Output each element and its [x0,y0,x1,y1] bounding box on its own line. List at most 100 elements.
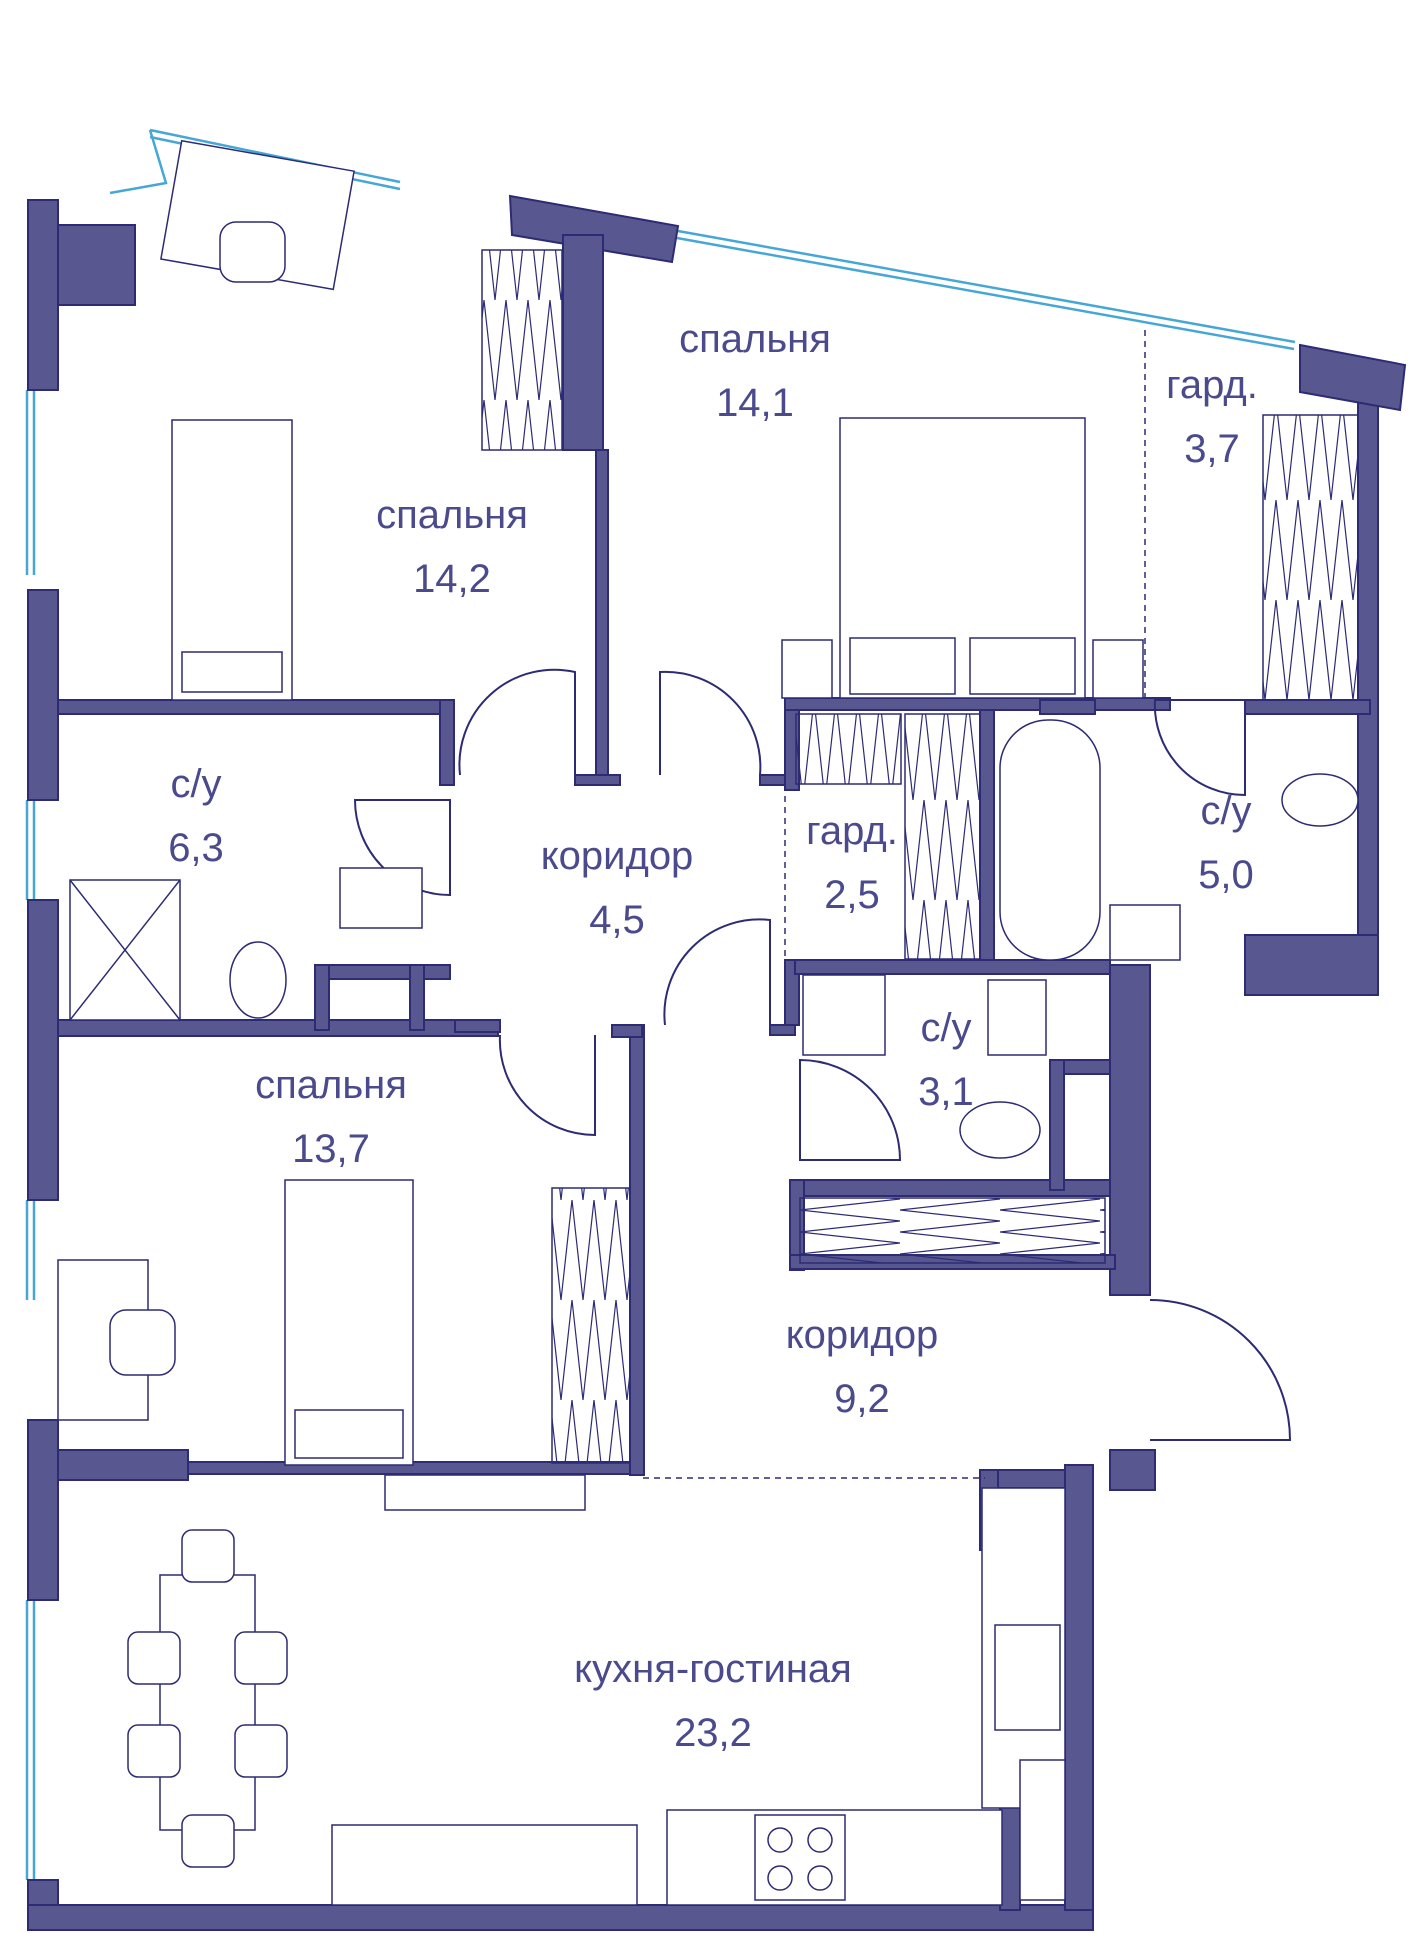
wall-bath1-bottom [57,1019,499,1037]
wall-door-stub-1 [574,774,621,786]
wall-wardrobe2-top [784,697,1171,711]
pillow-bedroom2-a [849,637,956,695]
wall-corridor-vertical [629,1024,645,1476]
wall-bath1-stub [314,964,451,980]
nightstand-bedroom2-a [781,639,833,699]
label-bedroom-2-name: спальня [679,317,831,361]
label-bedroom-1-area: 14,2 [413,557,491,601]
label-corridor-1-name: коридор [541,834,694,878]
chair-left-2 [127,1724,181,1778]
label-corridor-2-name: коридор [786,1313,939,1357]
window-top-2b [676,236,1295,351]
label-kitchen-living-area: 23,2 [674,1711,752,1755]
label-wardrobe-1-area: 3,7 [1184,427,1240,471]
furniture [57,139,1359,1906]
wall-topleft-block [57,224,136,306]
wall-right-step [1244,934,1379,996]
door-bathroom3[interactable] [799,1058,902,1161]
label-wardrobe-2-name: гард. [806,809,898,853]
pillow-bedroom3 [294,1409,404,1459]
wardrobe-wardrobe2-b [904,713,981,960]
chair-right-1 [234,1631,288,1685]
label-bathroom-3-area: 3,1 [918,1070,974,1114]
wall-left-2 [27,589,59,801]
toilet-bathroom3 [959,1101,1041,1159]
burner-1 [767,1827,793,1853]
toilet-bathroom2 [1281,773,1359,827]
door-bedroom3[interactable] [498,1034,596,1137]
label-bedroom-2-area: 14,1 [716,381,794,425]
wall-bath2-bottom [1244,699,1371,715]
sink-bathroom3 [987,979,1047,1056]
wall-door-stub-2 [759,774,786,786]
wall-door-stub-3 [454,1019,501,1033]
dining-table [159,1574,256,1831]
label-wardrobe-1-name: гард. [1166,363,1258,407]
window-top-1 [149,128,401,184]
wall-bedroom3-bottom-2 [187,1461,644,1475]
wall-left-1 [27,199,59,391]
label-bedroom-1-name: спальня [376,493,528,537]
wall-door-stub-4 [611,1024,643,1038]
wardrobe-wardrobe1 [1262,414,1359,701]
kitchen-sink [994,1624,1061,1731]
pillow-bedroom2-b [969,637,1076,695]
wardrobe-bedroom3 [551,1187,631,1464]
label-bathroom-1-area: 6,3 [168,826,224,870]
stove [754,1814,846,1901]
fridge [1019,1759,1066,1901]
chair-bottom [181,1814,235,1868]
sink-bathroom1 [339,867,423,929]
wall-door-stub-5 [769,1024,796,1036]
door-bedroom2[interactable] [659,670,762,776]
wall-bath1-top [57,699,451,715]
windows [25,128,1296,1880]
tv-stand [384,1474,586,1511]
wall-left-3 [27,899,59,1201]
label-corridor-2-area: 9,2 [834,1377,890,1421]
label-kitchen-living-name: кухня-гостиная [574,1647,852,1691]
wall-bath1-stub-2 [314,964,330,1031]
bathtub [999,719,1101,961]
door-entrance[interactable] [1149,1299,1292,1441]
door-bathroom2[interactable] [1153,699,1246,797]
label-bathroom-1-name: с/у [170,762,221,806]
wall-bath3-top [794,959,1111,975]
burner-2 [807,1827,833,1853]
label-bathroom-3-name: с/у [920,1006,971,1050]
label-bathroom-2-name: с/у [1200,789,1251,833]
wardrobes [481,249,1359,1464]
door-bedroom1[interactable] [458,668,576,776]
label-bathroom-2-area: 5,0 [1198,853,1254,897]
wall-bath2-divider [1039,699,1096,715]
window-top-2 [677,229,1296,344]
pillow-bedroom1 [181,651,283,693]
burner-4 [807,1865,833,1891]
sink-bathroom2 [1109,904,1181,961]
wall-bedroom-divider-lower [595,449,609,779]
wall-bath1-right [439,699,455,786]
wall-bath1-stub-3 [409,964,425,1031]
chair-right-2 [234,1724,288,1778]
wall-right-lower-cap [1109,1449,1156,1491]
door-corridor2[interactable] [663,918,771,1026]
shower-cross-2 [69,879,181,1021]
label-wardrobe-2-area: 2,5 [824,873,880,917]
wall-bedroom3-bottom [57,1449,189,1481]
label-bedroom-3-name: спальня [255,1063,407,1107]
room-labels: спальня 14,2 спальня 14,1 гард. 3,7 с/у … [168,317,1258,1755]
wall-right-upper [1357,399,1379,936]
wall-bedroom-divider [562,234,604,451]
wardrobe-wardrobe2-a [795,713,902,785]
wall-right-lower [1064,1464,1094,1911]
wall-wardrobe2-right [979,709,995,966]
chair-bedroom3 [109,1309,176,1376]
wall-right-top-cap [1299,343,1407,412]
wall-left-4 [27,1419,59,1601]
wall-top-beam [508,194,680,264]
wardrobe-bedroom1 [481,249,563,451]
label-corridor-1-area: 4,5 [589,898,645,942]
label-bedroom-3-area: 13,7 [292,1127,370,1171]
toilet-bathroom1 [229,941,287,1019]
wall-entrance-column [1109,964,1151,1296]
